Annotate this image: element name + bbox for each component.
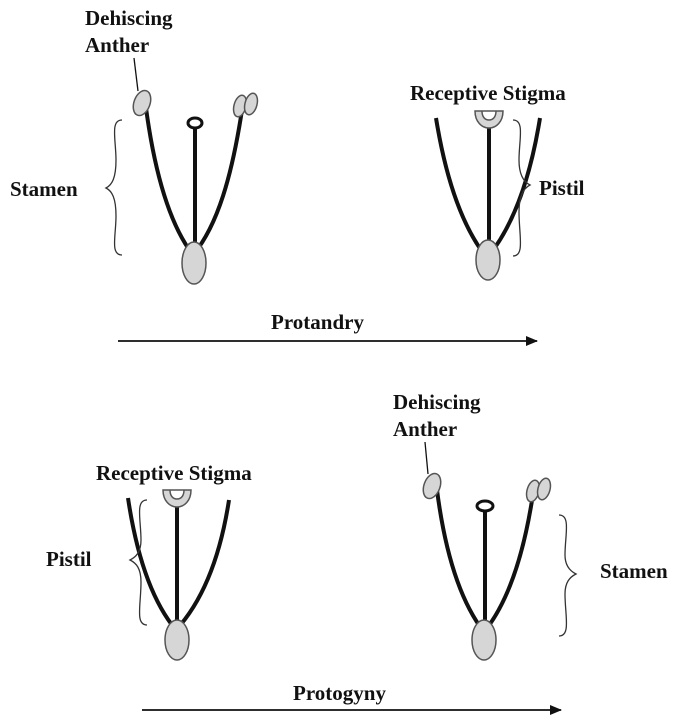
pistil-brace xyxy=(128,499,148,626)
protogyny-pistil-flower xyxy=(126,489,231,661)
dehiscing-anther-label-line2: Anther xyxy=(85,33,149,57)
protandry-label: Protandry xyxy=(271,310,364,334)
protandry-pistil-flower xyxy=(434,110,542,281)
ovary xyxy=(475,239,501,281)
right-filament xyxy=(174,499,231,632)
right-filament xyxy=(482,493,535,634)
pistil-label: Pistil xyxy=(46,547,92,571)
stamen-brace xyxy=(558,514,578,637)
right-filament xyxy=(191,109,244,257)
protogyny-label: Protogyny xyxy=(293,681,386,705)
protandry-stamen-flower xyxy=(104,89,259,285)
ovary xyxy=(181,241,207,285)
receptive-stigma xyxy=(474,110,504,129)
stamen-label: Stamen xyxy=(10,177,78,201)
receptive-stigma-label: Receptive Stigma xyxy=(96,461,252,485)
left-filament xyxy=(144,107,195,257)
stamen-label: Stamen xyxy=(600,559,668,583)
pistil-brace xyxy=(512,119,532,257)
left-filament xyxy=(435,489,486,634)
stamen-brace xyxy=(104,119,123,256)
right-filament xyxy=(485,117,542,260)
right-anther-lobe-2 xyxy=(536,477,552,501)
receptive-stigma xyxy=(162,489,192,508)
left-filament xyxy=(126,497,178,632)
receptive-stigma-label: Receptive Stigma xyxy=(410,81,566,105)
anther-leader-line xyxy=(133,57,139,92)
unreceptive-stigma xyxy=(475,499,495,513)
ovary xyxy=(164,619,190,661)
dehiscing-anther-label-line1: Dehiscing xyxy=(85,6,173,30)
left-anther xyxy=(132,89,152,117)
protogyny-stamen-flower xyxy=(422,472,578,661)
dehiscing-anther-label-line2: Anther xyxy=(393,417,457,441)
unreceptive-stigma xyxy=(186,116,204,130)
anther-leader-line xyxy=(424,441,429,475)
dehiscing-anther-label-line1: Dehiscing xyxy=(393,390,481,414)
pistil-label: Pistil xyxy=(539,176,585,200)
left-anther xyxy=(422,472,442,500)
right-anther-lobe-2 xyxy=(243,92,259,116)
left-filament xyxy=(434,117,489,260)
ovary xyxy=(471,619,497,661)
